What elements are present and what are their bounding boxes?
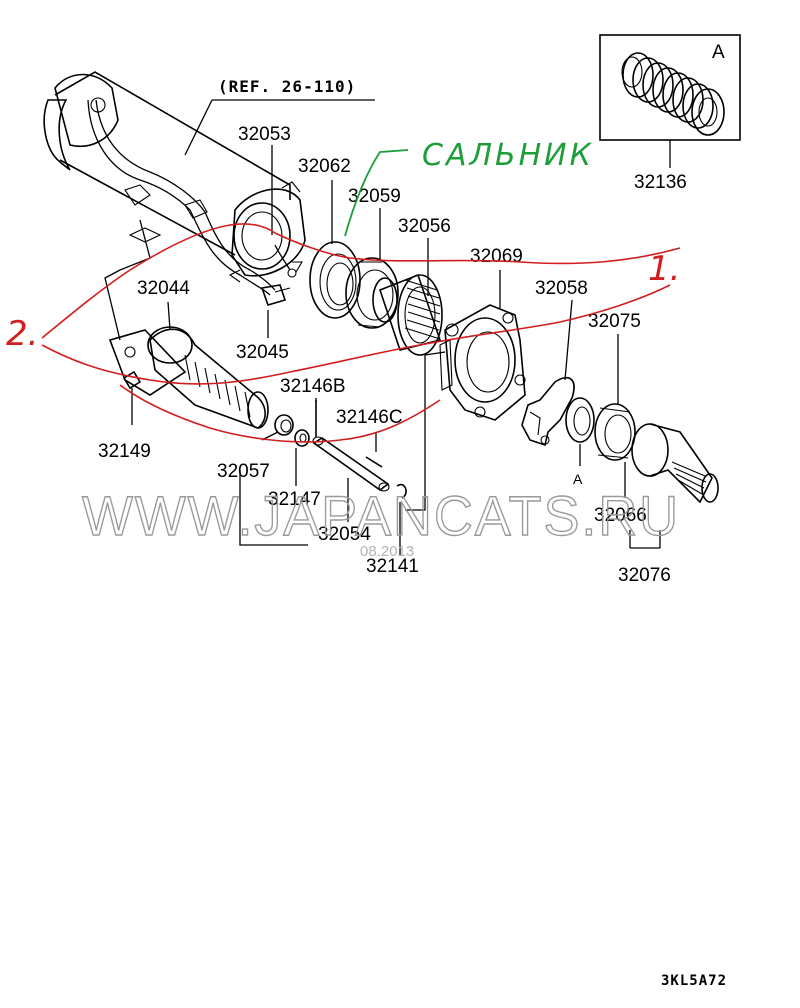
label-32075: 32075	[588, 311, 641, 332]
gear-sleeve-32056	[372, 273, 443, 356]
label-32136: 32136	[634, 172, 687, 193]
oil-seal-32062	[309, 241, 361, 319]
label-32059: 32059	[348, 186, 401, 207]
handwritten-annotations: САЛЬНИК 1. 2.	[6, 138, 681, 443]
label-32141: 32141	[366, 556, 419, 577]
ref-leader: (REF. 26-110)	[184, 77, 375, 156]
output-shaft-32066	[631, 423, 719, 504]
red-outline-bottom	[41, 284, 671, 385]
drawing-code: 3KL5A72	[661, 973, 727, 989]
collar-32147	[294, 429, 310, 447]
label-32147: 32147	[268, 489, 321, 510]
label-32149: 32149	[98, 441, 151, 462]
extension-housing-32069	[439, 304, 526, 421]
watermark-date: 08.2013	[360, 543, 414, 560]
label-32069: 32069	[470, 246, 523, 267]
shim-ring	[565, 397, 595, 443]
inset-box-a: A	[599, 34, 741, 168]
inset-letter: A	[712, 42, 725, 63]
wire-harness	[87, 99, 297, 306]
leader-lines	[104, 145, 661, 549]
red-mark-1: 1.	[648, 249, 680, 289]
callout-letter-a: A	[573, 471, 583, 487]
clutch-hub-32075	[594, 403, 636, 461]
ref-label: (REF. 26-110)	[218, 77, 356, 96]
snap-ring-32141	[396, 483, 407, 556]
label-32062: 32062	[298, 156, 351, 177]
clutch-plates-icon	[621, 52, 725, 136]
bushing-32057	[274, 414, 294, 436]
label-32044: 32044	[137, 278, 190, 299]
red-outline-lower	[119, 384, 441, 443]
red-outline-top	[41, 223, 681, 339]
watermark: WWW.JAPANCATS.RU 08.2013	[81, 483, 680, 560]
label-32066: 32066	[594, 505, 647, 526]
green-arrow	[344, 149, 409, 237]
axle-tube-housing	[43, 71, 306, 283]
label-32076: 32076	[618, 565, 671, 586]
label-32146c: 32146C	[336, 407, 403, 428]
label-32045: 32045	[236, 342, 289, 363]
green-note: САЛЬНИК	[422, 138, 594, 173]
label-32056: 32056	[398, 216, 451, 237]
label-32146b: 32146B	[280, 376, 346, 397]
watermark-text: WWW.JAPANCATS.RU	[82, 484, 680, 547]
label-32058: 32058	[535, 278, 588, 299]
part-labels: 32053 32062 32059 32056 32069 32058 3207…	[98, 124, 687, 586]
bearing-32059	[345, 257, 399, 329]
label-32057: 32057	[217, 461, 270, 482]
label-32054: 32054	[318, 524, 371, 545]
label-32053: 32053	[238, 124, 291, 145]
pin-32146c	[365, 432, 383, 468]
shift-fork-32058	[521, 376, 575, 447]
red-mark-2: 2.	[6, 314, 38, 354]
shift-boot-32044	[108, 326, 269, 429]
